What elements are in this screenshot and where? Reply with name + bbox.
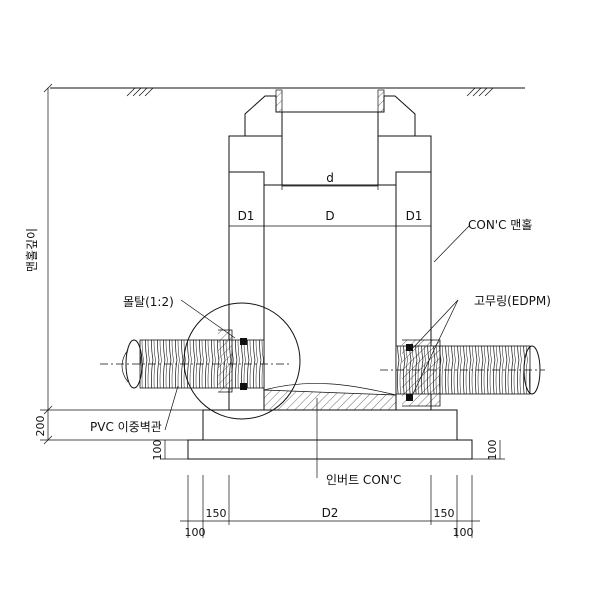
- dim-D: D: [325, 209, 334, 223]
- label-mortar: 몰탈(1:2): [123, 295, 174, 309]
- ground-hatch-right: [466, 87, 494, 97]
- detail-circle: [183, 302, 301, 420]
- ground-hatch-left: [126, 87, 154, 97]
- leader-lines: [164, 224, 471, 478]
- ground-line: [50, 87, 525, 97]
- label-concrete-manhole: CON'C 맨홀: [468, 218, 532, 232]
- label-rubber-ring: 고무링(EDPM): [474, 294, 551, 308]
- dim-D2: D2: [322, 506, 339, 520]
- dim-150-right: 150: [434, 507, 455, 520]
- manhole-cover-frame: [244, 89, 416, 137]
- dim-100-bottom-left: 100: [185, 526, 206, 539]
- label-manhole-depth: 맨홀깊이: [25, 228, 39, 272]
- mortar-fill-left: [218, 329, 247, 393]
- dim-100-left: 100: [151, 440, 164, 461]
- dim-D1-right: D1: [406, 209, 423, 223]
- invert-concrete: [263, 383, 397, 411]
- label-invert: 인버트 CON'C: [326, 473, 401, 487]
- dim-150-left: 150: [206, 507, 227, 520]
- pvc-pipe-left: [100, 339, 290, 389]
- dimension-lines: [40, 83, 505, 538]
- dim-100-right: 100: [486, 440, 499, 461]
- dim-100-bottom-right: 100: [453, 526, 474, 539]
- label-pvc-pipe: PVC 이중벽관: [90, 420, 162, 434]
- base-slab: [187, 409, 473, 460]
- dim-D1-left: D1: [238, 209, 255, 223]
- dim-200: 200: [34, 416, 47, 437]
- dim-d: d: [326, 171, 334, 185]
